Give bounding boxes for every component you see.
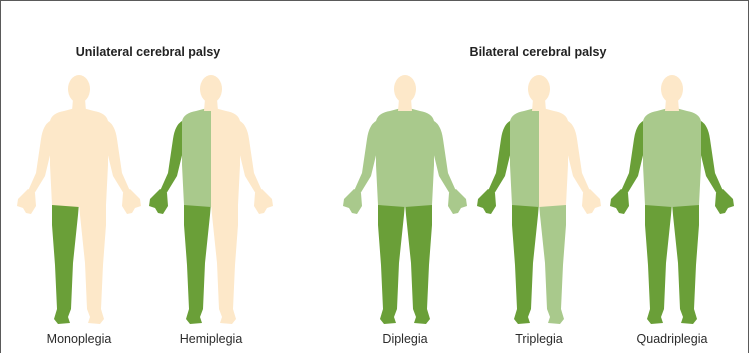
- leg-left-region: [378, 203, 405, 324]
- torso-right-region: [211, 107, 240, 207]
- torso-left-region: [643, 107, 672, 207]
- figure-hemiplegia: [146, 75, 276, 327]
- leg-right-region: [405, 203, 432, 324]
- leg-left-region: [52, 203, 79, 324]
- leg-right-region: [539, 203, 566, 324]
- arm-left-region: [610, 121, 645, 214]
- torso-left-region: [182, 107, 211, 207]
- label-monoplegia: Monoplegia: [47, 332, 112, 346]
- torso-left-region: [376, 107, 405, 207]
- torso-left-region: [50, 107, 79, 207]
- torso-right-region: [539, 107, 568, 207]
- arm-right-region: [238, 121, 273, 214]
- figure-triplegia: [474, 75, 604, 327]
- label-quadriplegia: Quadriplegia: [637, 332, 708, 346]
- torso-right-region: [79, 107, 108, 207]
- label-triplegia: Triplegia: [515, 332, 562, 346]
- head-region: [394, 75, 416, 111]
- bilateral-title: Bilateral cerebral palsy: [470, 45, 607, 59]
- label-diplegia: Diplegia: [382, 332, 427, 346]
- torso-left-region: [510, 107, 539, 207]
- torso-right-region: [672, 107, 701, 207]
- leg-right-region: [672, 203, 699, 324]
- label-hemiplegia: Hemiplegia: [180, 332, 243, 346]
- arm-left-region: [477, 121, 512, 214]
- unilateral-title: Unilateral cerebral palsy: [76, 45, 221, 59]
- leg-left-region: [184, 203, 211, 324]
- figure-monoplegia: [14, 75, 144, 327]
- leg-right-region: [79, 203, 106, 324]
- leg-right-region: [211, 203, 238, 324]
- leg-left-region: [645, 203, 672, 324]
- leg-left-region: [512, 203, 539, 324]
- arm-right-region: [699, 121, 734, 214]
- head-region: [68, 75, 90, 111]
- head-region: [200, 75, 222, 111]
- arm-right-region: [566, 121, 601, 214]
- figure-diplegia: [340, 75, 470, 327]
- head-region: [661, 75, 683, 111]
- arm-right-region: [106, 121, 141, 214]
- arm-right-region: [432, 121, 467, 214]
- arm-left-region: [343, 121, 378, 214]
- arm-left-region: [149, 121, 184, 214]
- torso-right-region: [405, 107, 434, 207]
- figure-quadriplegia: [607, 75, 737, 327]
- head-region: [528, 75, 550, 111]
- arm-left-region: [17, 121, 52, 214]
